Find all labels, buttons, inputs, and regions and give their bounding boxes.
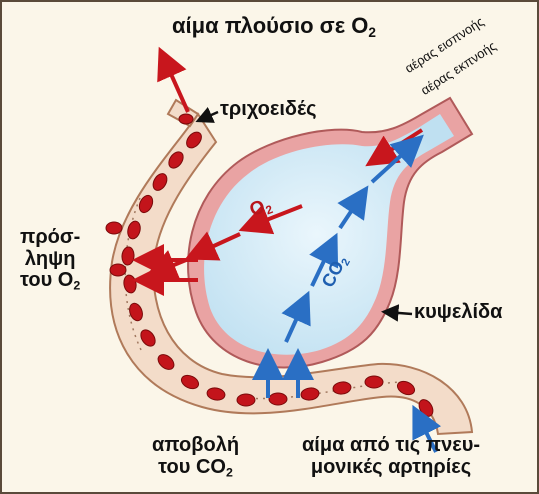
capillary-pointer [200,112,218,120]
oxygen-uptake-label: πρόσ- ληψη του O2 [20,227,80,292]
alveolus-pointer [386,312,412,314]
co2-release-label: αποβολή του CO2 [152,434,239,479]
pulmonary-artery-blood-label: αίμα από τις πνευ- μονικές αρτηρίες [302,434,480,479]
capillary-label: τριχοειδές [220,99,316,120]
alveolus-label: κυψελίδα [414,302,502,323]
oxygen-rich-blood-label: αίμα πλούσιο σε O2 [172,14,376,37]
